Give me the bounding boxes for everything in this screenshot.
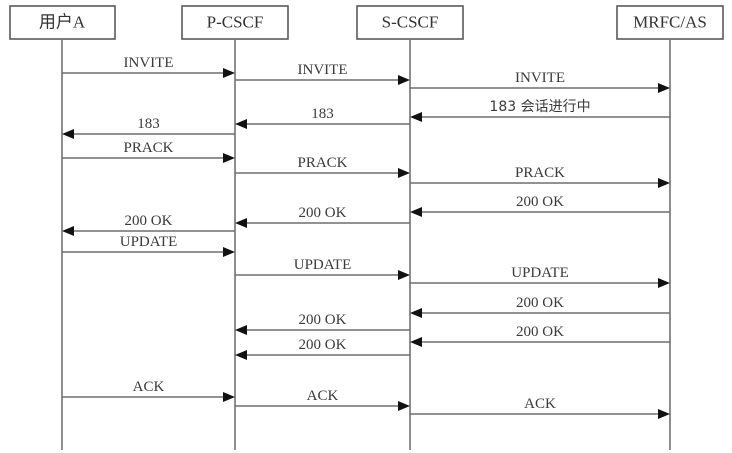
message-arrow[interactable]: 200 OK [235, 205, 410, 228]
message-arrow[interactable]: 200 OK [62, 213, 235, 236]
message-label: INVITE [515, 70, 565, 86]
message-arrow[interactable]: PRACK [410, 165, 670, 188]
message-arrowhead [62, 226, 74, 236]
message-arrow[interactable]: ACK [235, 388, 410, 411]
message-arrowhead [658, 278, 670, 288]
participant-ua[interactable]: 用户A [9, 5, 116, 450]
message-arrowhead [398, 401, 410, 411]
participant-pcscf[interactable]: P-CSCF [181, 5, 289, 450]
message-arrowhead [410, 308, 422, 318]
message-arrow[interactable]: UPDATE [410, 265, 670, 288]
message-arrowhead [658, 83, 670, 93]
message-arrowhead [62, 129, 74, 139]
message-arrowhead [410, 112, 422, 122]
message-arrowhead [398, 75, 410, 85]
participant-label-ua: 用户A [39, 12, 86, 31]
message-arrowhead [410, 207, 422, 217]
message-label: 200 OK [299, 337, 347, 353]
message-arrowhead [235, 350, 247, 360]
message-arrowhead [223, 392, 235, 402]
message-arrowhead [398, 270, 410, 280]
message-arrow[interactable]: 183 [62, 116, 235, 139]
message-arrow[interactable]: PRACK [235, 155, 410, 178]
participant-box-mrfc[interactable] [616, 5, 724, 40]
message-arrow[interactable]: INVITE [235, 62, 410, 85]
message-arrowhead [235, 325, 247, 335]
message-label: 200 OK [299, 312, 347, 328]
message-arrowhead [223, 68, 235, 78]
message-label: 200 OK [516, 324, 564, 340]
message-label: INVITE [124, 55, 174, 71]
message-label: ACK [133, 379, 165, 395]
message-arrowhead [223, 247, 235, 257]
participant-mrfc[interactable]: MRFC/AS [616, 5, 724, 450]
message-label: 183 会话进行中 [489, 99, 590, 115]
message-arrow[interactable]: 183 [235, 106, 410, 129]
message-label: INVITE [298, 62, 348, 78]
message-arrow[interactable]: 200 OK [410, 324, 670, 347]
message-label: UPDATE [294, 257, 352, 273]
participant-label-mrfc: MRFC/AS [633, 12, 707, 31]
participant-label-scscf: S-CSCF [382, 12, 439, 31]
message-label: PRACK [123, 140, 173, 156]
message-arrow[interactable]: ACK [62, 379, 235, 402]
message-arrow[interactable]: INVITE [410, 70, 670, 93]
message-label: 200 OK [516, 295, 564, 311]
message-label: 183 [137, 116, 160, 132]
message-arrowhead [398, 168, 410, 178]
lifelines-layer: 用户A P-CSCF S-CSCF MRFC/AS [9, 5, 724, 450]
message-arrowhead [223, 153, 235, 163]
message-label: 200 OK [299, 205, 347, 221]
participant-label-pcscf: P-CSCF [207, 12, 264, 31]
message-arrowhead [235, 218, 247, 228]
message-label: 183 [311, 106, 334, 122]
message-arrow[interactable]: 183 会话进行中 [410, 99, 670, 122]
message-arrow[interactable]: UPDATE [62, 234, 235, 257]
message-label: ACK [307, 388, 339, 404]
message-arrow[interactable]: 200 OK [410, 295, 670, 318]
message-label: 200 OK [516, 194, 564, 210]
participant-scscf[interactable]: S-CSCF [356, 5, 464, 450]
participant-box-ua[interactable] [9, 5, 116, 40]
message-label: UPDATE [120, 234, 178, 250]
message-label: ACK [524, 396, 556, 412]
message-arrowhead [235, 119, 247, 129]
message-arrow[interactable]: INVITE [62, 55, 235, 78]
message-label: UPDATE [511, 265, 569, 281]
message-arrowhead [658, 178, 670, 188]
message-arrowhead [410, 337, 422, 347]
message-arrow[interactable]: ACK [410, 396, 670, 419]
message-arrow[interactable]: 200 OK [235, 312, 410, 335]
message-label: 200 OK [125, 213, 173, 229]
message-label: PRACK [297, 155, 347, 171]
message-label: PRACK [515, 165, 565, 181]
message-arrow[interactable]: 200 OK [410, 194, 670, 217]
message-arrow[interactable]: 200 OK [235, 337, 410, 360]
message-arrow[interactable]: PRACK [62, 140, 235, 163]
message-arrowhead [658, 409, 670, 419]
message-arrow[interactable]: UPDATE [235, 257, 410, 280]
